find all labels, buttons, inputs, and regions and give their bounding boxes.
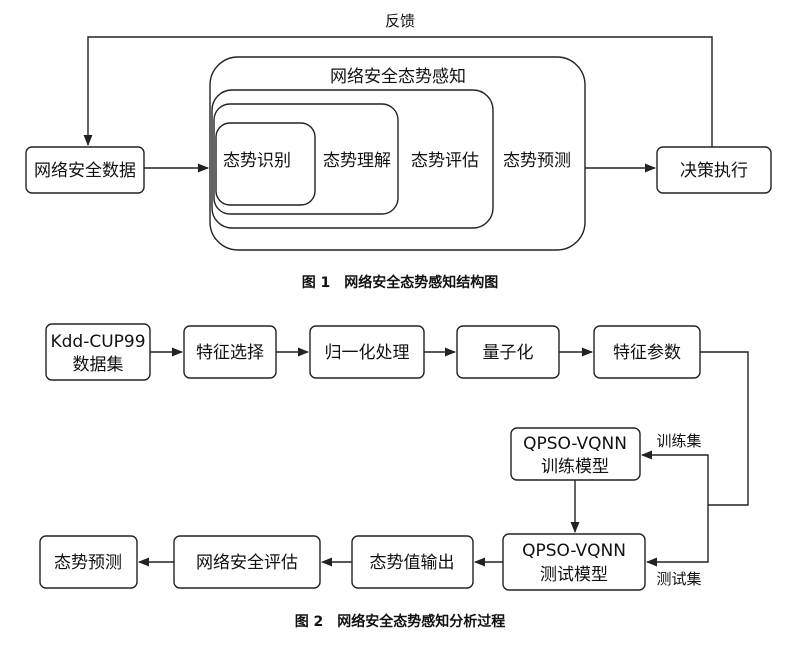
test-model-line1: QPSO-VQNN (522, 541, 626, 561)
understand-label: 态势理解 (323, 151, 391, 171)
figure-1: 反馈 网络安全数据 网络安全态势感知 态势预测 态势评估 态势理解 态势识别 决… (25, 12, 772, 291)
test-model-line2: 测试模型 (540, 565, 608, 585)
train-set-arrow (640, 450, 709, 505)
figure2-caption: 图 2 网络安全态势感知分析过程 (295, 613, 506, 630)
awareness-title: 网络安全态势感知 (330, 67, 466, 87)
predict-result-label: 态势预测 (54, 553, 122, 573)
feature-select-label: 特征选择 (196, 343, 264, 363)
predict-label: 态势预测 (503, 151, 571, 171)
decision-box (656, 146, 772, 194)
recognize-box (215, 122, 316, 206)
normalize-label: 归一化处理 (325, 343, 410, 363)
decision-label: 决策执行 (680, 161, 748, 181)
test-set-label: 测试集 (656, 570, 701, 588)
quantize-label: 量子化 (483, 343, 534, 363)
input-data-label: 网络安全数据 (34, 161, 136, 181)
feedback-label: 反馈 (385, 12, 415, 30)
test-set-arrow (645, 505, 709, 567)
feedback-arrow (83, 36, 713, 147)
security-eval-label: 网络安全评估 (196, 553, 298, 573)
value-output-label: 态势值输出 (370, 553, 455, 573)
recognize-label: 态势识别 (223, 151, 291, 171)
evaluate-label: 态势评估 (411, 151, 479, 171)
feature-params-label: 特征参数 (613, 343, 681, 363)
params-connector-line (700, 351, 749, 506)
input-data-box (25, 146, 145, 194)
figure-2: Kdd-CUP99 数据集 特征选择 归一化处理 量子化 特征参数 训练集 测试… (39, 323, 749, 630)
predict-result-box (39, 535, 138, 589)
train-model-line1: QPSO-VQNN (523, 434, 627, 454)
dataset-label-line1: Kdd-CUP99 (50, 332, 145, 352)
dataset-label-line2: 数据集 (73, 355, 124, 375)
train-model-line2: 训练模型 (541, 457, 609, 477)
train-set-label: 训练集 (656, 432, 701, 450)
figure1-caption: 图 1 网络安全态势感知结构图 (302, 274, 499, 291)
